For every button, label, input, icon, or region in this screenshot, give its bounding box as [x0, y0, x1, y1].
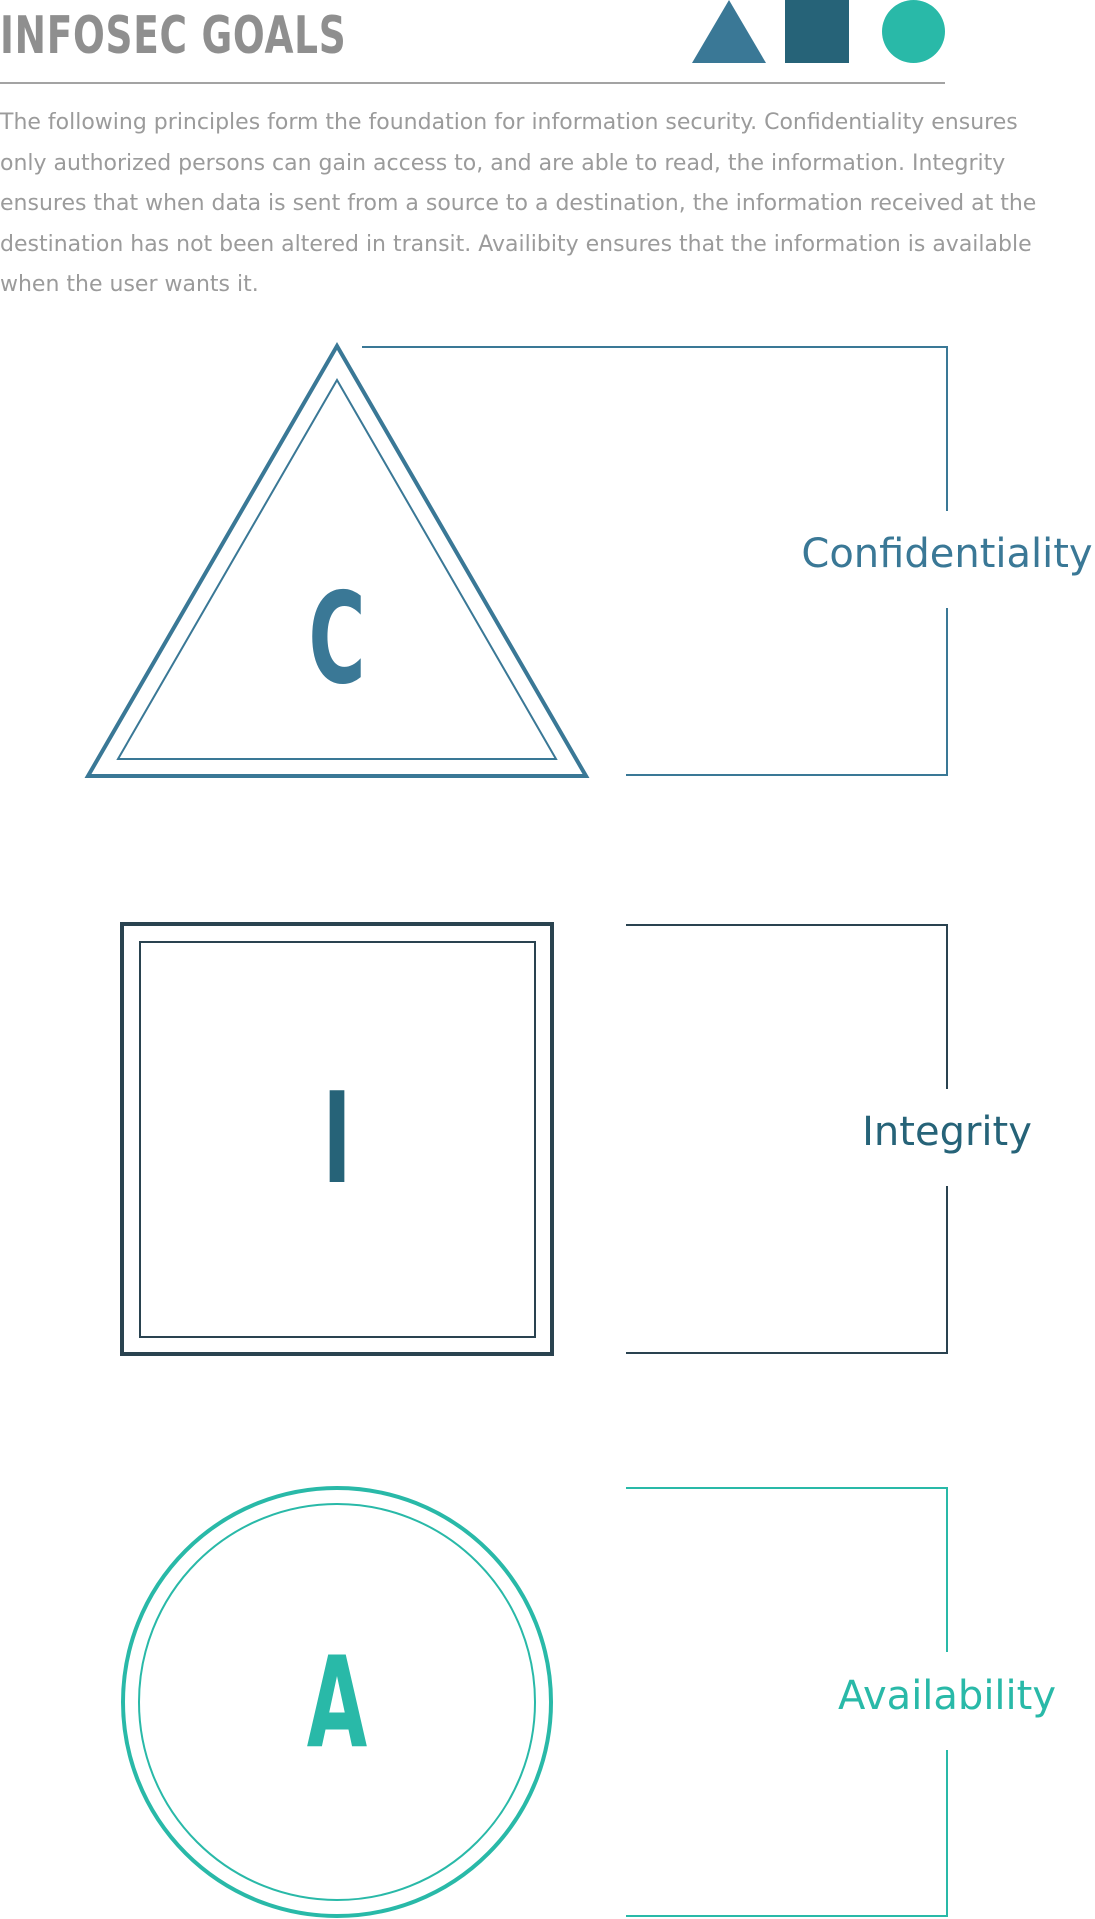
integrity-group: I Integrity: [120, 922, 1032, 1356]
confidentiality-triangle-outer: [84, 342, 590, 778]
availability-circle-outer: [121, 1486, 553, 1918]
circle-icon: [882, 0, 945, 63]
confidentiality-label: Confidentiality: [801, 531, 1092, 577]
availability-circle-inner: [138, 1503, 536, 1901]
availability-group: A Availability: [121, 1486, 1056, 1918]
integrity-label: Integrity: [862, 1109, 1032, 1155]
availability-bracket-top: [626, 1487, 948, 1652]
availability-bracket-bottom: [626, 1750, 948, 1917]
integrity-letter: I: [322, 1065, 351, 1212]
availability-letter: A: [307, 1629, 367, 1776]
availability-label: Availability: [838, 1673, 1056, 1719]
intro-paragraph: The following principles form the founda…: [0, 110, 1037, 297]
confidentiality-bracket-bottom: [626, 608, 948, 776]
integrity-square-inner: [139, 941, 536, 1338]
confidentiality-triangle-inner: [116, 378, 558, 760]
page-title: INFOSEC GOALS: [0, 6, 347, 66]
header-divider: [0, 82, 945, 84]
integrity-bracket-bottom: [626, 1186, 948, 1354]
confidentiality-group: C Confidentiality: [84, 342, 1093, 778]
confidentiality-letter: C: [308, 565, 365, 712]
square-icon: [785, 0, 849, 63]
triangle-icon: [692, 0, 766, 63]
integrity-bracket-top: [626, 924, 948, 1089]
confidentiality-bracket-top: [362, 346, 948, 511]
integrity-square-outer: [120, 922, 554, 1356]
